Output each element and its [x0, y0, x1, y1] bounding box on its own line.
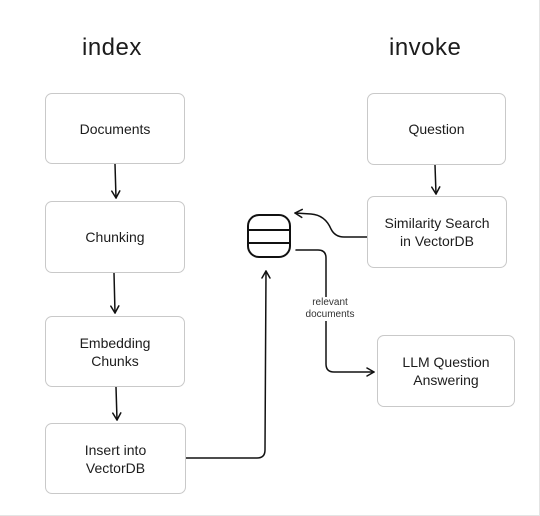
node-documents: Documents [45, 93, 185, 164]
arrow-embedding-to-insert [112, 386, 122, 421]
invoke-section-title: invoke [389, 34, 462, 61]
node-similarity-search: Similarity Search in VectorDB [367, 196, 507, 268]
edge-label-relevant-documents: relevant documents [298, 297, 362, 321]
database-icon [247, 214, 291, 258]
node-embedding-chunks: Embedding Chunks [45, 316, 185, 387]
index-section-title: index [82, 34, 142, 61]
arrow-similarity-to-vectordb [294, 208, 368, 238]
arrow-question-to-similarity [431, 164, 441, 195]
node-llm-question-answering: LLM Question Answering [377, 335, 515, 407]
node-question: Question [367, 93, 506, 165]
node-chunking: Chunking [45, 201, 185, 273]
arrow-chunking-to-embedding [110, 272, 120, 314]
arrow-insert-to-vectordb [185, 270, 271, 459]
node-insert-into-vectordb: Insert into VectorDB [45, 423, 186, 494]
arrow-documents-to-chunking [111, 163, 121, 199]
